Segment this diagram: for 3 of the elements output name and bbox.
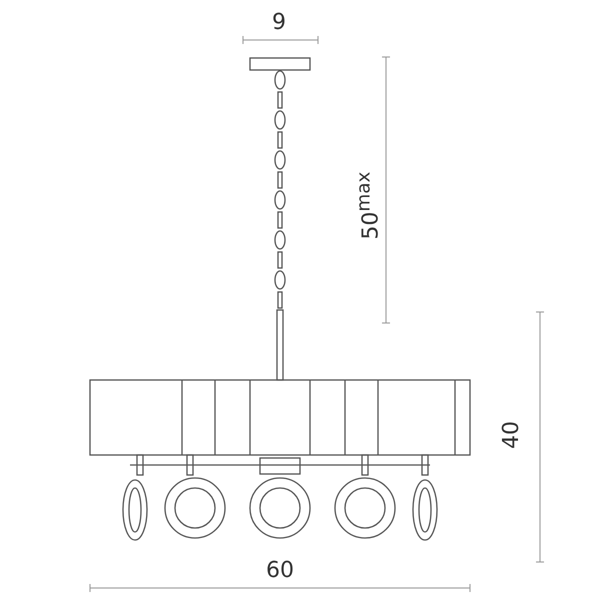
dimension-label: 40 (501, 421, 523, 449)
dimension-label: 9 (272, 12, 286, 34)
dimension-label: 60 (266, 560, 294, 582)
